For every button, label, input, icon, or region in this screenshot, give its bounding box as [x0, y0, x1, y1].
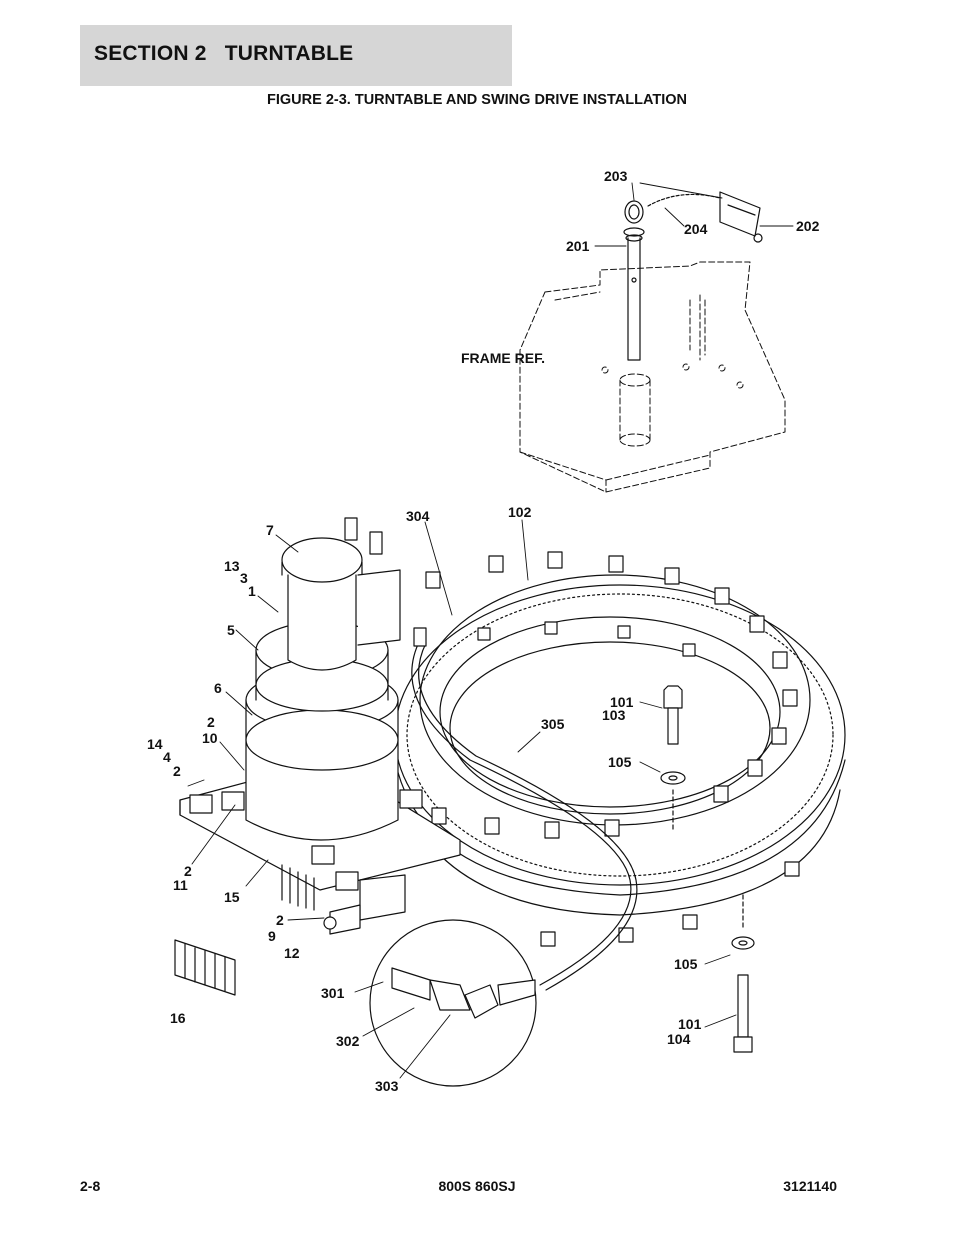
swing-drive	[174, 517, 461, 996]
bearing-bolt-upper	[660, 685, 686, 831]
callout-12: 12	[284, 945, 300, 961]
page-number: 2-8	[80, 1178, 101, 1194]
callout-16: 16	[170, 1010, 186, 1026]
callout-105-lower: 105	[674, 956, 698, 972]
document-number: 3121140	[783, 1178, 837, 1194]
callout-203: 203	[604, 168, 628, 184]
callout-2-lower: 2	[276, 912, 284, 928]
callout-201: 201	[566, 238, 590, 254]
callout-105-upper: 105	[608, 754, 632, 770]
callout-302: 302	[336, 1033, 360, 1049]
callout-303: 303	[375, 1078, 399, 1094]
callout-3: 3	[240, 570, 248, 586]
model-number: 800S 860SJ	[438, 1178, 516, 1194]
section-title: SECTION 2 TURNTABLE	[94, 42, 354, 65]
callout-1: 1	[248, 583, 256, 599]
callout-102: 102	[508, 504, 532, 520]
callout-2-left: 2	[173, 763, 181, 779]
retaining-pin	[623, 191, 763, 361]
callout-2-upper: 2	[207, 714, 215, 730]
callout-103: 103	[602, 707, 626, 723]
callout-7: 7	[266, 522, 274, 538]
frame-ref-label: FRAME REF.	[461, 350, 545, 366]
callout-13: 13	[224, 558, 240, 574]
callout-101-lower: 101	[678, 1016, 702, 1032]
callout-2-plate: 2	[184, 863, 192, 879]
callout-202: 202	[796, 218, 820, 234]
callout-4: 4	[163, 749, 171, 765]
callout-204: 204	[684, 221, 708, 237]
callout-101-upper: 101	[610, 694, 634, 710]
callout-14: 14	[147, 736, 163, 752]
leader-lines	[187, 182, 794, 1079]
callout-304: 304	[406, 508, 430, 524]
callout-11: 11	[173, 877, 188, 893]
bearing-bolt-lower	[731, 894, 755, 1053]
callout-5: 5	[227, 622, 235, 638]
callout-301: 301	[321, 985, 345, 1001]
callout-10: 10	[202, 730, 218, 746]
ring-bolts	[425, 551, 800, 947]
callout-9: 9	[268, 928, 276, 944]
callout-305: 305	[541, 716, 565, 732]
callout-15: 15	[224, 889, 240, 905]
callout-labels: 203 204 202 201 FRAME REF. 304 102 7 13 …	[147, 168, 820, 1094]
section-header-bar: SECTION 2 TURNTABLE	[80, 25, 512, 86]
figure-title: FIGURE 2-3. TURNTABLE AND SWING DRIVE IN…	[267, 92, 687, 108]
callout-104: 104	[667, 1031, 691, 1047]
frame-reference-outline	[519, 261, 786, 493]
callout-6: 6	[214, 680, 222, 696]
sensor-detail-callout	[369, 919, 537, 1087]
hydraulic-hose	[411, 627, 638, 991]
